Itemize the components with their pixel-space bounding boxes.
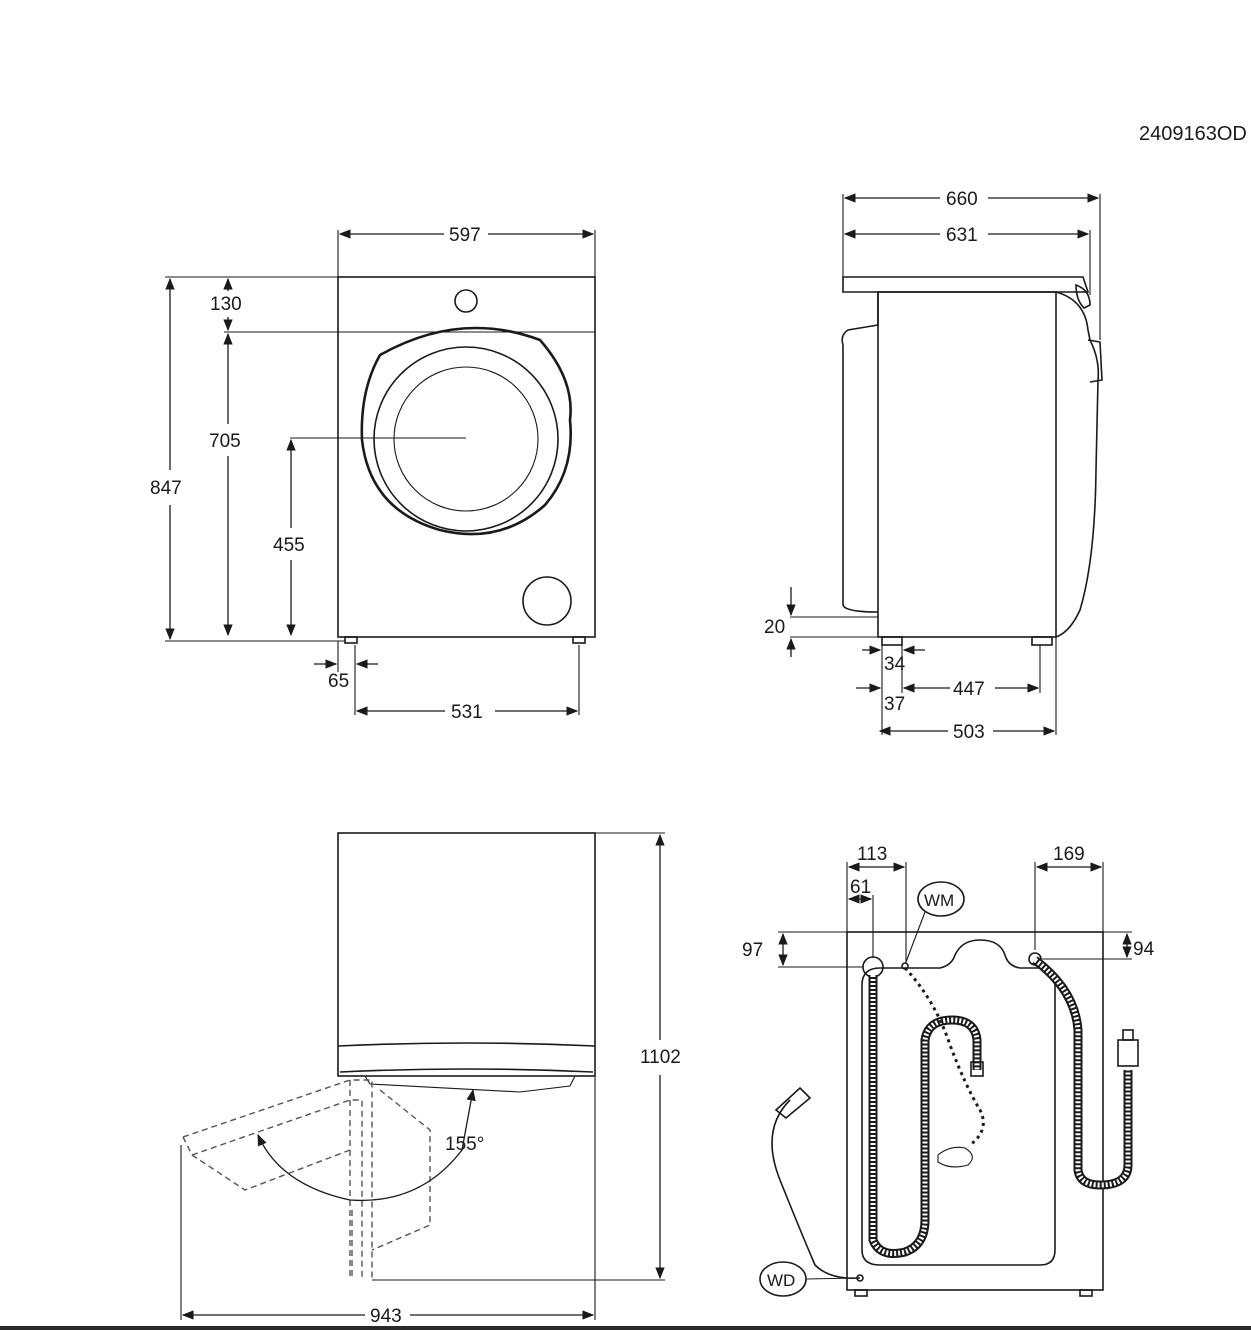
- dim-total-height: 847: [150, 478, 182, 499]
- dim-depth-total: 660: [946, 189, 978, 210]
- dim-right-offset: 169: [1053, 844, 1085, 865]
- dim-front-width: 597: [449, 225, 481, 246]
- side-view: [841, 276, 1103, 646]
- front-view: [290, 276, 596, 644]
- door-open-view: [182, 832, 596, 1280]
- dim-inlet-top: 97: [742, 940, 763, 961]
- dim-height-door-open: 1102: [640, 1047, 681, 1068]
- dim-depth-body: 631: [946, 225, 978, 246]
- dim-foot-width: 34: [884, 654, 906, 675]
- drawing-code: 2409163OD: [1139, 123, 1247, 145]
- dim-opening-angle: 155°: [445, 1134, 484, 1155]
- dim-foot-offset: 37: [884, 694, 905, 715]
- dim-base-depth: 503: [953, 722, 985, 743]
- rear-view: [771, 931, 1139, 1297]
- dim-drain-offset: 61: [850, 877, 871, 898]
- dim-foot-spacing-side: 447: [953, 679, 985, 700]
- dim-foot-spacing: 531: [451, 702, 483, 723]
- dim-right-top: 94: [1133, 939, 1155, 960]
- dim-inlet-offset: 113: [857, 844, 887, 865]
- dim-depth-door-open: 943: [370, 1306, 402, 1327]
- dim-height-to-panel: 705: [209, 431, 241, 452]
- wm-callout: [917, 881, 965, 917]
- dim-foot-height: 20: [764, 617, 785, 638]
- wm-label: WM: [924, 891, 954, 910]
- wd-label: WD: [767, 1271, 795, 1290]
- dim-foot-inset: 65: [328, 671, 349, 692]
- dim-door-center: 455: [273, 535, 305, 556]
- page-bottom-border: [0, 1326, 1251, 1330]
- dim-top-panel: 130: [210, 294, 242, 315]
